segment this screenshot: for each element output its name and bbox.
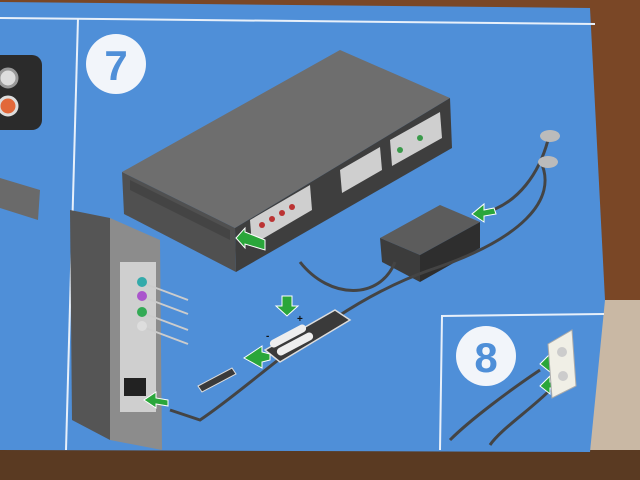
- arrow-adapter-icon: [471, 202, 497, 223]
- battery-1: [269, 324, 307, 348]
- arrow-left-icon: [243, 345, 271, 369]
- cables: [169, 139, 552, 446]
- battery-2: [276, 332, 314, 356]
- input-cables: [139, 281, 189, 345]
- remote-control: + -: [263, 309, 352, 363]
- wall-outlet: [547, 329, 577, 399]
- battery-minus-label: -: [266, 331, 269, 342]
- jack-icon-panel: [0, 55, 42, 130]
- arrow-inlet-icon: [143, 391, 169, 409]
- partial-device: [0, 178, 40, 220]
- receiver-unit: [122, 50, 452, 272]
- panel-border-top: [0, 17, 596, 25]
- power-inlet: [124, 378, 146, 396]
- battery-plus-label: +: [297, 314, 303, 325]
- arrow-down-icon: [274, 295, 300, 317]
- plug-2: [538, 156, 558, 168]
- panel-border-step8: [439, 313, 605, 451]
- arrow-receiver-icon: [235, 226, 266, 251]
- step-7-badge: 7: [86, 34, 146, 94]
- white-jack-icon: [0, 67, 19, 89]
- step-8-badge: 8: [456, 326, 516, 386]
- table-edge: [0, 450, 640, 480]
- bass-module: [70, 210, 162, 450]
- step-7-number: 7: [104, 42, 127, 89]
- red-jack-icon: [0, 95, 19, 117]
- colored-plugs: [137, 277, 147, 331]
- plug-1: [540, 130, 560, 142]
- rear-hdmi-panel: [340, 147, 382, 193]
- rear-component-panel: [390, 112, 442, 166]
- step-8-number: 8: [474, 334, 497, 381]
- green-arrows: [143, 202, 561, 409]
- battery-cover: [197, 367, 237, 393]
- rca-jacks: [259, 204, 295, 228]
